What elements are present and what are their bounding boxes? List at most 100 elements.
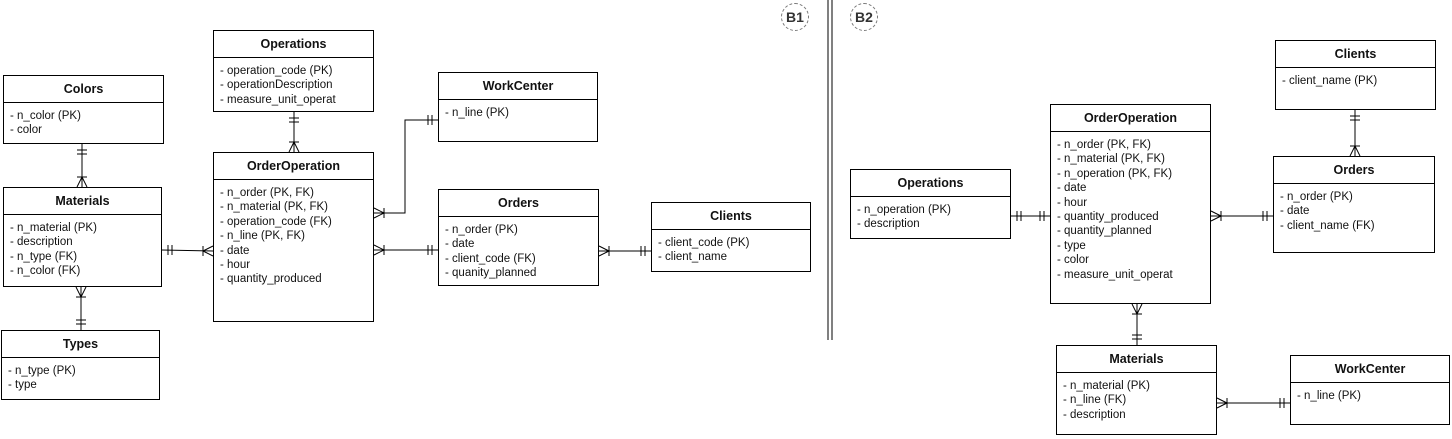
- entity-field: - type: [8, 379, 37, 392]
- entity-fields: - n_line (PK): [1291, 383, 1449, 409]
- entity-field: - measure_unit_operat: [220, 93, 336, 106]
- entity-field: - client_name: [658, 251, 728, 264]
- entity-field: - n_line (FK): [1063, 394, 1127, 407]
- entity-field: - client_name (PK): [1282, 75, 1378, 87]
- section-badge-b2: B2: [850, 3, 878, 31]
- entity-field: - n_material (PK, FK): [1057, 153, 1165, 166]
- entity-fields: - n_order (PK) - date - client_code (FK)…: [439, 217, 598, 287]
- many-marker: [1216, 402, 1228, 409]
- entity-field: - measure_unit_operat: [1057, 268, 1173, 281]
- entity-field: - hour: [1057, 196, 1088, 209]
- many-marker: [1136, 303, 1143, 315]
- entity-field: - date: [1057, 182, 1087, 195]
- many-marker: [1354, 145, 1361, 157]
- entity-field: - quantity_produced: [220, 273, 322, 286]
- entity-field: - n_order (PK): [1280, 191, 1353, 203]
- many-marker: [1349, 145, 1356, 157]
- entity-field: - quanity_planned: [445, 267, 537, 280]
- entity-field: - type: [1057, 239, 1086, 252]
- entity-fields: - n_type (PK) - type: [2, 358, 159, 399]
- entity-fields: - client_name (PK): [1276, 68, 1435, 94]
- entity-field: - n_color (PK): [10, 110, 81, 122]
- b1-entity-types[interactable]: Types - n_type (PK) - type: [1, 330, 160, 400]
- b2-entity-orders[interactable]: Orders - n_order (PK) - date - client_na…: [1273, 156, 1435, 253]
- b1-entity-materials[interactable]: Materials - n_material (PK) - descriptio…: [3, 187, 162, 287]
- entity-field: - n_material (PK): [10, 222, 97, 234]
- b1-entity-clients[interactable]: Clients - client_code (PK) - client_name: [651, 202, 811, 272]
- many-marker: [598, 245, 610, 252]
- b1-entity-colors[interactable]: Colors - n_color (PK) - color: [3, 75, 164, 144]
- entity-field: - n_operation (PK, FK): [1057, 167, 1173, 180]
- many-marker: [76, 176, 83, 188]
- entity-field: - n_material (PK): [1063, 380, 1150, 392]
- entity-fields: - client_code (PK) - client_name: [652, 230, 810, 271]
- entity-field: - color: [10, 124, 42, 137]
- entity-title: Materials: [4, 188, 161, 215]
- entity-title: Orders: [439, 190, 598, 217]
- b2-entity-operations[interactable]: Operations - n_operation (PK) - descript…: [850, 169, 1011, 239]
- relationship-line: [374, 119, 438, 214]
- entity-field: - n_type (PK): [8, 365, 76, 377]
- entity-title: Materials: [1057, 346, 1216, 373]
- many-marker: [598, 250, 610, 257]
- b2-entity-workcenter[interactable]: WorkCenter - n_line (PK): [1290, 355, 1450, 425]
- entity-field: - n_order (PK, FK): [1057, 139, 1151, 151]
- entity-title: Orders: [1274, 157, 1434, 184]
- many-marker: [373, 207, 385, 214]
- entity-field: - date: [445, 238, 475, 251]
- entity-fields: - n_operation (PK) - description: [851, 197, 1010, 238]
- entity-title: OrderOperation: [1051, 105, 1210, 132]
- entity-title: Types: [2, 331, 159, 358]
- entity-field: - client_code (FK): [445, 252, 536, 265]
- entity-field: - date: [1280, 205, 1310, 218]
- b2-entity-order-operation[interactable]: OrderOperation - n_order (PK, FK) - n_ma…: [1050, 104, 1211, 304]
- many-marker: [288, 141, 295, 153]
- entity-field: - n_order (PK, FK): [220, 187, 314, 199]
- b1-entity-orders[interactable]: Orders - n_order (PK) - date - client_co…: [438, 189, 599, 286]
- entity-field: - n_color (FK): [10, 265, 81, 278]
- entity-title: OrderOperation: [214, 153, 373, 180]
- entity-title: Clients: [652, 203, 810, 230]
- b2-entity-clients[interactable]: Clients - client_name (PK): [1275, 40, 1436, 110]
- entity-field: - n_material (PK, FK): [220, 201, 328, 214]
- entity-field: - description: [10, 236, 73, 249]
- section-badge-b1: B1: [781, 3, 809, 31]
- entity-field: - color: [1057, 254, 1089, 267]
- b1-entity-workcenter[interactable]: WorkCenter - n_line (PK): [438, 72, 598, 142]
- entity-field: - operation_code (PK): [220, 65, 333, 77]
- entity-title: Operations: [851, 170, 1010, 197]
- entity-fields: - n_order (PK, FK) - n_material (PK, FK)…: [214, 180, 373, 293]
- b2-entity-materials[interactable]: Materials - n_material (PK) - n_line (FK…: [1056, 345, 1217, 435]
- entity-title: Operations: [214, 31, 373, 58]
- entity-field: - description: [857, 218, 920, 231]
- entity-title: Clients: [1276, 41, 1435, 68]
- entity-field: - date: [220, 244, 250, 257]
- many-marker: [202, 250, 214, 257]
- many-marker: [81, 176, 88, 188]
- entity-fields: - operation_code (PK) - operationDescrip…: [214, 58, 373, 113]
- entity-field: - n_order (PK): [445, 224, 518, 236]
- entity-field: - n_operation (PK): [857, 204, 951, 216]
- many-marker: [1210, 210, 1222, 217]
- entity-field: - hour: [220, 259, 251, 272]
- entity-fields: - n_material (PK) - description - n_type…: [4, 215, 161, 285]
- entity-fields: - n_line (PK): [439, 100, 597, 126]
- entity-title: Colors: [4, 76, 163, 103]
- many-marker: [202, 245, 214, 252]
- entity-field: - client_name (FK): [1280, 219, 1375, 232]
- entity-field: - n_line (PK): [445, 107, 509, 119]
- b1-entity-operations[interactable]: Operations - operation_code (PK) - opera…: [213, 30, 374, 112]
- many-marker: [373, 244, 385, 251]
- entity-field: - n_type (FK): [10, 250, 78, 263]
- many-marker: [80, 286, 87, 298]
- b1-entity-order-operation[interactable]: OrderOperation - n_order (PK, FK) - n_ma…: [213, 152, 374, 322]
- many-marker: [293, 141, 300, 153]
- relationship-line: [161, 249, 214, 252]
- entity-field: - client_code (PK): [658, 237, 750, 249]
- entity-field: - n_line (PK): [1297, 390, 1361, 402]
- many-marker: [75, 286, 82, 298]
- entity-title: WorkCenter: [1291, 356, 1449, 383]
- entity-fields: - n_material (PK) - n_line (FK) - descri…: [1057, 373, 1216, 428]
